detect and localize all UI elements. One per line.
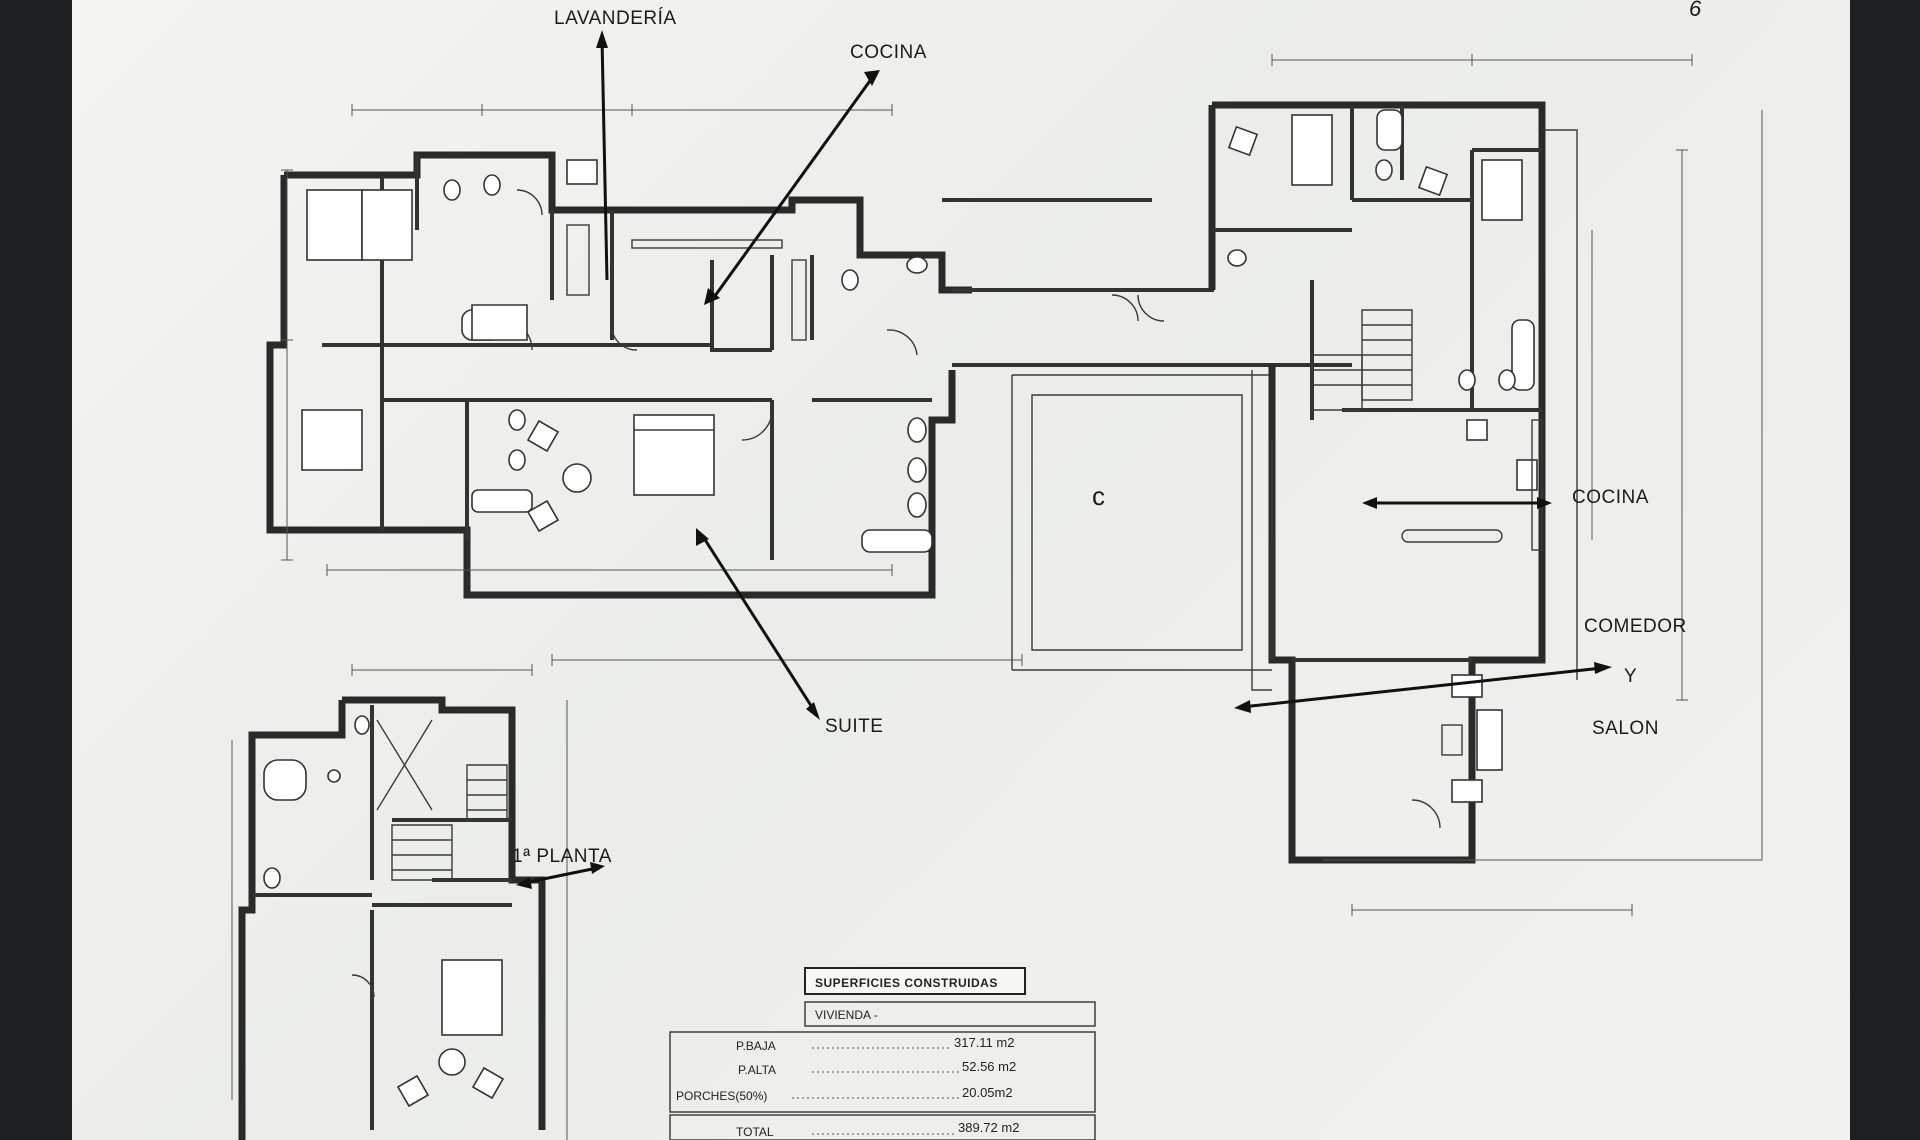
svg-text:317.11 m2: 317.11 m2: [954, 1035, 1014, 1050]
label-suite: SUITE: [825, 716, 883, 737]
table-row: P.BAJA 317.11 m2: [736, 1035, 1014, 1053]
floor-plan-drawing: c: [231, 0, 1763, 1140]
svg-text:52.56 m2: 52.56 m2: [962, 1059, 1016, 1074]
svg-text:c: c: [1092, 481, 1106, 511]
planta-arrow: [523, 866, 598, 885]
label-comedor: COMEDOR: [1584, 616, 1687, 637]
dimension-lines: [231, 54, 1763, 1140]
label-salon: SALON: [1592, 718, 1659, 739]
staircase: [1311, 309, 1413, 411]
svg-text:PORCHES(50%): PORCHES(50%): [676, 1089, 767, 1103]
table-row: P.ALTA 52.56 m2: [738, 1059, 1016, 1077]
suite-arrow: [700, 534, 819, 716]
label-cocina-right: COCINA: [1572, 487, 1649, 508]
surface-table: SUPERFICIES CONSTRUIDAS VIVIENDA - P.BAJ…: [669, 967, 1096, 1140]
svg-text:389.72 m2: 389.72 m2: [958, 1120, 1019, 1135]
central-patio: c: [942, 198, 1352, 671]
table-subtitle: VIVIENDA -: [815, 1008, 878, 1022]
right-wing: [1208, 101, 1578, 864]
svg-text:P.BAJA: P.BAJA: [736, 1039, 776, 1053]
svg-text:TOTAL: TOTAL: [736, 1125, 774, 1139]
left-wing: [266, 151, 972, 599]
svg-text:20.05m2: 20.05m2: [962, 1085, 1013, 1100]
table-total-row: TOTAL 389.72 m2: [736, 1120, 1019, 1139]
corner-mark: 6: [1689, 0, 1702, 21]
label-comedor-y: Y: [1624, 666, 1637, 687]
annotation-arrows: [516, 30, 1612, 889]
label-primera-planta: 1ª PLANTA: [512, 846, 612, 867]
room-labels: LAVANDERÍA COCINA COCINA SUITE COMEDOR Y…: [512, 0, 1702, 867]
label-cocina-left: COCINA: [850, 42, 927, 63]
cocina-left-arrow: [710, 77, 874, 301]
comedor-arrow: [1241, 666, 1603, 709]
label-lavanderia: LAVANDERÍA: [554, 8, 677, 29]
upper-floor-plan: [238, 696, 546, 1140]
floor-plan-sheet: c: [72, 0, 1850, 1140]
table-title: SUPERFICIES CONSTRUIDAS: [815, 976, 998, 990]
lavanderia-arrow: [600, 37, 609, 281]
svg-text:P.ALTA: P.ALTA: [738, 1063, 776, 1077]
table-row: PORCHES(50%) 20.05m2: [676, 1085, 1013, 1103]
